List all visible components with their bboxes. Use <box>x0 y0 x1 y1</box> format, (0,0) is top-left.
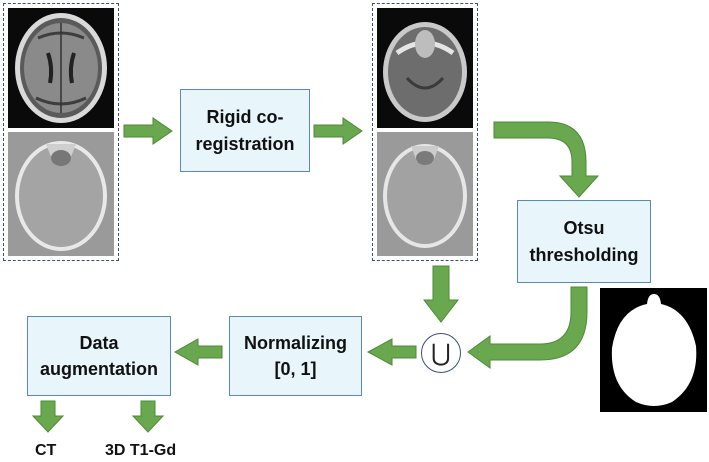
arrow-augmentation-to-ct <box>31 400 65 433</box>
arrow-scans-to-union <box>422 265 460 323</box>
arrow-union-to-normalizing <box>366 338 417 366</box>
arrow-coregistration-to-scans <box>313 117 363 145</box>
coregistered-ct-image <box>377 132 473 256</box>
otsu-thresholding-box: Otsu thresholding <box>517 200 651 283</box>
input-scans-group <box>3 3 119 261</box>
input-mri-t1gd-image <box>8 8 114 128</box>
normalizing-box: Normalizing [0, 1] <box>229 316 362 396</box>
arrow-normalizing-to-augmentation <box>173 338 223 366</box>
input-ct-image <box>8 132 114 256</box>
arrow-scans-to-otsu <box>493 121 600 198</box>
coregistered-scans-group <box>372 3 478 261</box>
output-label-ct: CT <box>35 442 57 459</box>
rigid-coregistration-box: Rigid co- registration <box>180 89 310 172</box>
coregistered-mri-image <box>377 8 473 128</box>
arrow-input-to-coregistration <box>123 117 173 145</box>
output-label-t1gd: 3D T1-Gd <box>105 442 177 459</box>
arrow-otsu-to-union <box>467 286 588 369</box>
union-operator: ⋃ <box>421 333 461 373</box>
data-augmentation-box: Data augmentation <box>27 316 171 396</box>
brain-mask-image <box>600 288 707 412</box>
arrow-augmentation-to-t1gd <box>131 400 165 433</box>
